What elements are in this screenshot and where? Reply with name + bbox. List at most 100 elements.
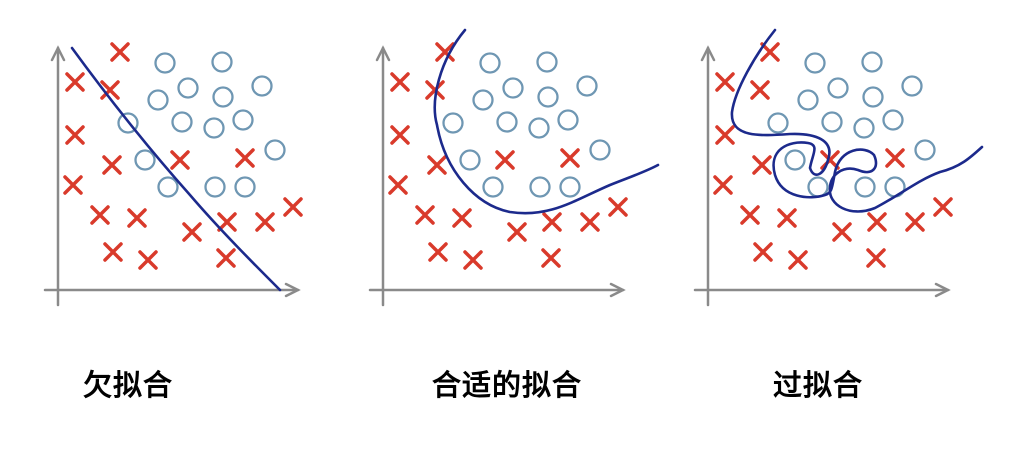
cross-point [388, 175, 408, 195]
scatter-plot-underfit [43, 42, 303, 307]
decision-boundary [70, 46, 282, 292]
circle-point [502, 77, 524, 99]
cross-point [463, 250, 483, 270]
cross-point [283, 197, 303, 217]
circle-point [589, 139, 611, 161]
circle-point [807, 176, 829, 198]
panel-overfit [650, 0, 990, 330]
scatter-plot-overfit [693, 28, 984, 307]
circle-point [134, 149, 156, 171]
decision-boundary [730, 28, 984, 213]
cross-point [103, 242, 123, 262]
circle-point [264, 139, 286, 161]
circle-point [154, 52, 176, 74]
circle-point [537, 86, 559, 108]
cross-point [715, 125, 735, 145]
cross-point [235, 148, 255, 168]
circle-point [767, 112, 789, 134]
circle-point [251, 75, 273, 97]
circle-point [211, 51, 233, 73]
circle-point [827, 77, 849, 99]
circle-point [862, 86, 884, 108]
axes [368, 45, 626, 307]
cross-point [933, 197, 953, 217]
circle-point [212, 86, 234, 108]
cross-point [760, 42, 780, 62]
circle-point [459, 149, 481, 171]
circle-point [797, 89, 819, 111]
cross-point [415, 205, 435, 225]
cross-point [390, 72, 410, 92]
circle-point [203, 117, 225, 139]
circle-point [784, 149, 806, 171]
cross-point [425, 80, 445, 100]
axes [43, 45, 301, 307]
circle-point [204, 176, 226, 198]
cross-point [750, 80, 770, 100]
panel-good-fit [325, 0, 665, 330]
cross-point [170, 150, 190, 170]
circle-point [232, 109, 254, 131]
cross-point [110, 42, 130, 62]
cross-point [740, 205, 760, 225]
cross-point [866, 248, 886, 268]
label-overfit: 过拟合 [773, 368, 864, 402]
circle-point [804, 52, 826, 74]
cross-point [216, 248, 236, 268]
cross-point [541, 248, 561, 268]
circle-point [821, 111, 843, 133]
cross-point [713, 175, 733, 195]
cross-point [832, 222, 852, 242]
circle-point [117, 112, 139, 134]
circle-point [234, 176, 256, 198]
label-underfit: 欠拟合 [83, 368, 174, 402]
circle-point [177, 77, 199, 99]
cross-point [100, 80, 120, 100]
cross-point [435, 42, 455, 62]
axes [693, 45, 951, 307]
cross-point [65, 125, 85, 145]
cross-point [560, 148, 580, 168]
circle-point [472, 89, 494, 111]
cross-point [788, 250, 808, 270]
circle-point [496, 111, 518, 133]
cross-point [65, 72, 85, 92]
circle-point [882, 109, 904, 131]
cross-point [608, 197, 628, 217]
cross-point [777, 208, 797, 228]
cross-point [138, 250, 158, 270]
circle-point [171, 111, 193, 133]
cross-point [905, 212, 925, 232]
circle-point [559, 176, 581, 198]
cross-point [102, 155, 122, 175]
panel-underfit [0, 0, 340, 330]
cross-point [885, 148, 905, 168]
circle-point [557, 109, 579, 131]
cross-point [753, 242, 773, 262]
cross-point [63, 175, 83, 195]
cross-point [867, 212, 887, 232]
cross-point [390, 125, 410, 145]
cross-point [542, 212, 562, 232]
circle-point [853, 117, 875, 139]
circle-point [901, 75, 923, 97]
circle-point [529, 176, 551, 198]
cross-point [427, 155, 447, 175]
circle-point [147, 89, 169, 111]
circle-point [442, 112, 464, 134]
circle-point [536, 51, 558, 73]
cross-point [820, 150, 840, 170]
circle-point [157, 176, 179, 198]
circle-point [576, 75, 598, 97]
cross-point [752, 155, 772, 175]
circle-point [528, 117, 550, 139]
circle-point [861, 51, 883, 73]
label-good-fit: 合适的拟合 [432, 368, 583, 402]
cross-point [255, 212, 275, 232]
cross-point [580, 212, 600, 232]
decision-boundary [433, 28, 660, 215]
circle-point [479, 52, 501, 74]
cross-point [217, 212, 237, 232]
cross-point [715, 72, 735, 92]
cross-point [90, 205, 110, 225]
